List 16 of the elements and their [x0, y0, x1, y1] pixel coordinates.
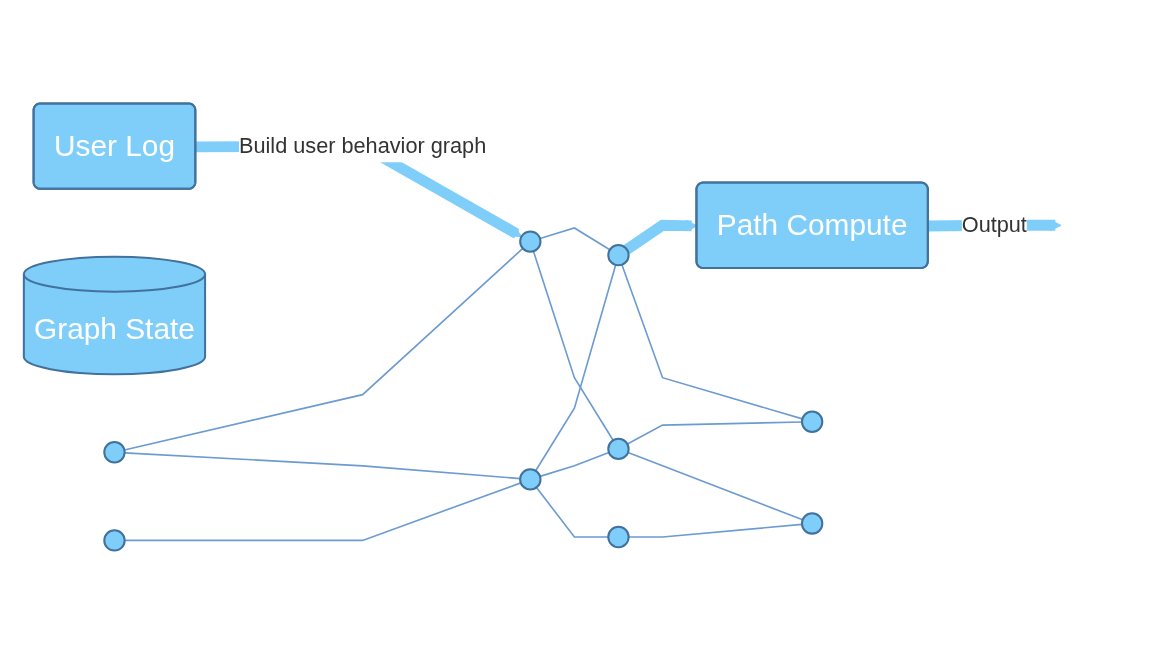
node-circle	[607, 437, 630, 461]
node-circle	[519, 230, 542, 253]
edge-label: Output	[961, 213, 1027, 237]
connector	[626, 421, 803, 445]
connector	[534, 264, 617, 472]
edge-label: Build user behavior graph	[238, 133, 487, 157]
node-circle	[607, 243, 630, 267]
node-circle	[519, 468, 542, 491]
connector	[532, 250, 614, 442]
node-circle	[607, 525, 630, 549]
connector	[539, 451, 610, 478]
node-circle	[103, 441, 126, 464]
node-circle	[800, 512, 824, 535]
connector	[539, 227, 611, 251]
node-circle	[103, 529, 126, 552]
node-circle	[800, 410, 824, 433]
